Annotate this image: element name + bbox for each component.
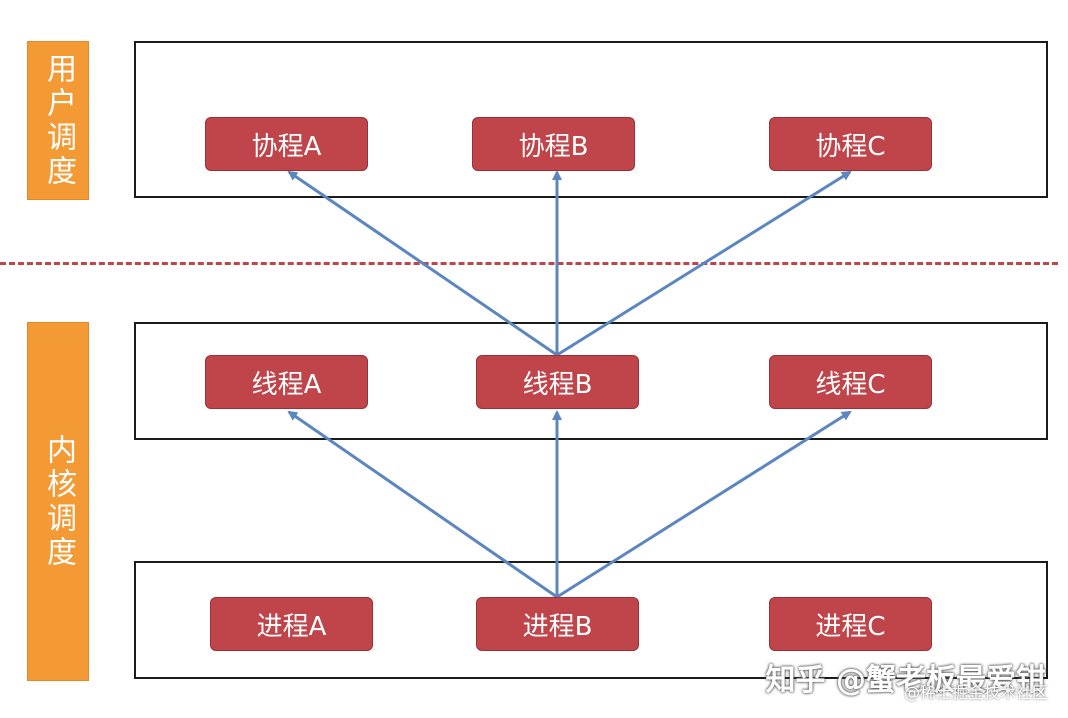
kernel-scheduling-label: 内核调度 [27,322,89,681]
coroutine-node-b: 协程B [472,117,635,171]
arrow-thread-b-to-coroutine-c [556,170,852,357]
process-node-a: 进程A [210,597,373,651]
arrow-thread-b-to-coroutine-a [287,170,558,357]
user-kernel-divider [0,262,1058,265]
thread-node-c: 线程C [769,355,932,409]
process-node-b: 进程B [476,597,639,651]
thread-node-b: 线程B [476,355,639,409]
watermark-zhihu: 知乎 @蟹老板最爱钳 [765,663,1046,698]
arrow-process-b-to-thread-c [556,410,852,599]
watermark-juejin: @稀土掘金技术社区 [903,683,1048,702]
coroutine-node-a: 协程A [205,117,368,171]
process-node-c: 进程C [769,597,932,651]
arrow-process-b-to-thread-a [287,410,558,599]
user-scheduling-label: 用户调度 [27,41,89,200]
thread-node-a: 线程A [205,355,368,409]
coroutine-node-c: 协程C [769,117,932,171]
